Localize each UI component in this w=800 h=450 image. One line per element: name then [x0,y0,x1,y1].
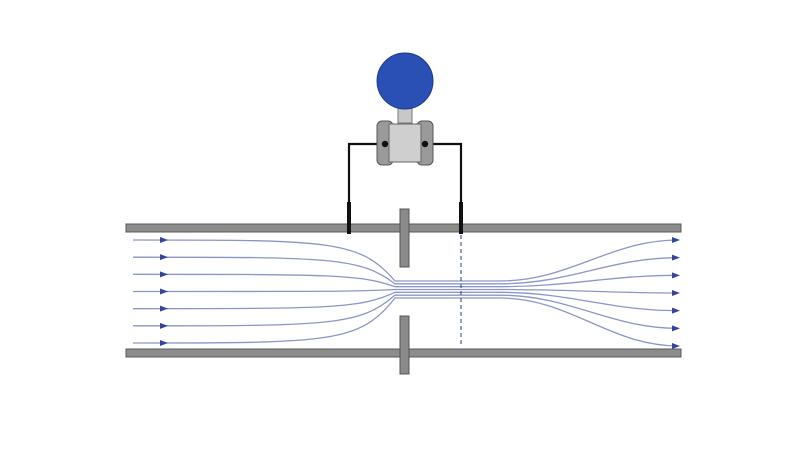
flow-arrow-inlet [160,322,168,329]
streamline [132,239,679,282]
flow-arrow-outlet [672,237,680,243]
flow-arrow-inlet [160,254,168,261]
flow-arrow-inlet [160,305,168,312]
streamlines [132,237,680,349]
flow-arrow-outlet [672,343,680,349]
flow-arrow-outlet [672,325,680,332]
orifice-plate-upper [399,208,410,268]
downstream-impulse-line [425,142,463,206]
streamline [132,256,679,285]
streamline [132,273,679,288]
flow-arrow-outlet [672,272,680,279]
transmitter-port-low [421,140,429,148]
flow-arrow-inlet [160,237,168,243]
differential-pressure-transmitter [376,52,434,166]
transmitter-body [388,123,422,163]
upstream-impulse-line [347,142,385,206]
flow-arrow-inlet [160,340,168,346]
flow-arrow-outlet [672,290,680,296]
streamline [132,288,679,294]
orifice-plate-lower [399,315,410,375]
flow-arrow-outlet [672,307,680,314]
flow-arrow-outlet [672,254,680,261]
flow-arrow-inlet [160,288,168,295]
streamline [132,297,679,347]
transmitter-head [376,52,434,110]
streamline [132,294,679,329]
flow-arrow-inlet [160,271,168,278]
streamline [132,291,679,312]
transmitter-port-high [381,140,389,148]
